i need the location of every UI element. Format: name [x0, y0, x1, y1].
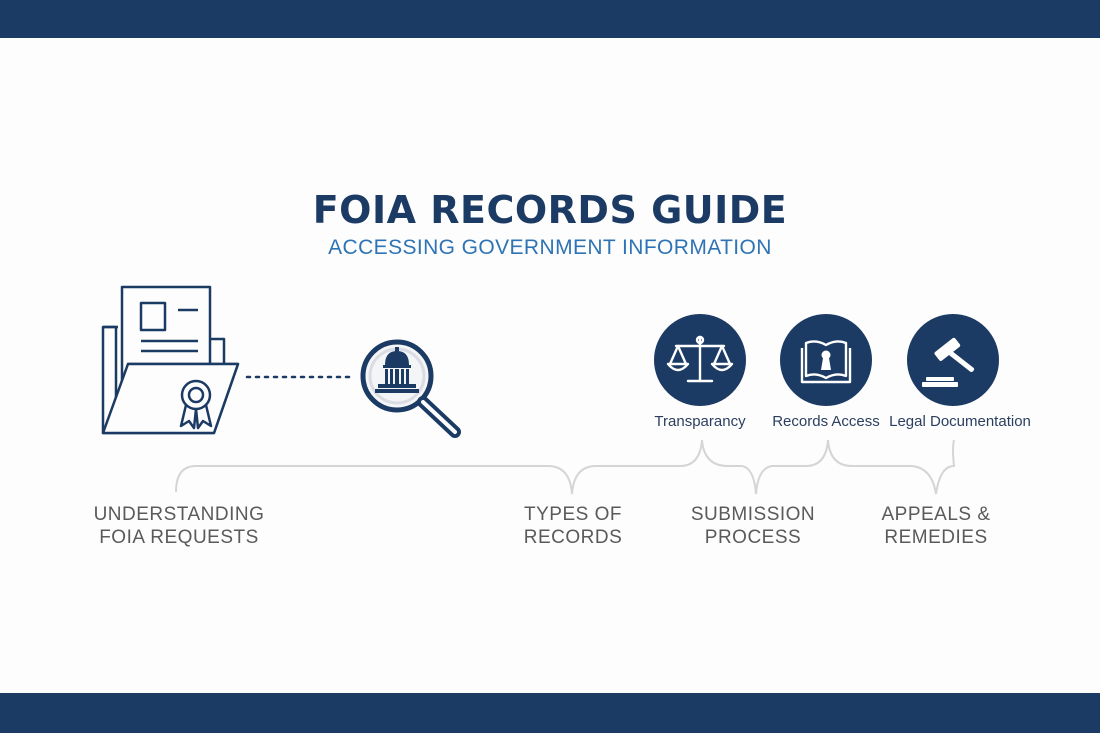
- section-line: RECORDS: [523, 527, 623, 548]
- section-understanding-foia: UNDERSTANDING FOIA REQUESTS: [69, 503, 289, 549]
- label-legal-documentation: Legal Documentation: [889, 413, 1031, 430]
- page-title: FOIA RECORDS GUIDE: [312, 188, 788, 232]
- section-line: FOIA REQUESTS: [99, 527, 259, 548]
- label-transparancy: Transparancy: [654, 413, 746, 430]
- scales-icon: [654, 314, 746, 406]
- bracket-connectors: [175, 439, 956, 495]
- keyhole-book-icon: [780, 314, 872, 406]
- section-line: SUBMISSION: [690, 504, 816, 525]
- top-banner: [0, 0, 1100, 38]
- section-line: REMEDIES: [884, 527, 988, 548]
- magnifier-capitol-icon: [360, 339, 461, 438]
- document-folder-icon: [101, 285, 240, 435]
- page-subtitle: ACCESSING GOVERNMENT INFORMATION: [328, 236, 772, 259]
- section-line: UNDERSTANDING: [93, 504, 265, 525]
- label-records-access: Records Access: [772, 413, 880, 430]
- gavel-icon: [907, 314, 999, 406]
- section-line: PROCESS: [704, 527, 802, 548]
- bottom-banner: [0, 693, 1100, 733]
- section-line: APPEALS &: [881, 504, 991, 525]
- section-types-of-records: TYPES OF RECORDS: [463, 503, 683, 549]
- section-appeals-remedies: APPEALS & REMEDIES: [826, 503, 1046, 549]
- section-line: TYPES OF: [524, 504, 622, 525]
- section-submission-process: SUBMISSION PROCESS: [643, 503, 863, 549]
